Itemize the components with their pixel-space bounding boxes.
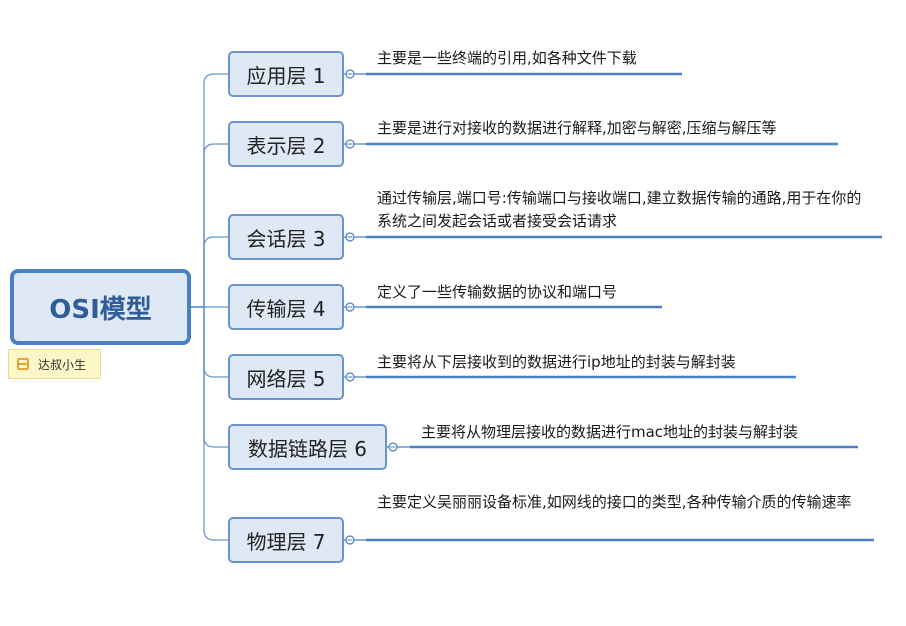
author-tag[interactable]: 达叔小生 [8,349,101,379]
layer-node-data-link[interactable]: 数据链路层 6 [228,424,387,470]
root-node[interactable]: OSI模型 [10,269,191,345]
layer-node-application[interactable]: 应用层 1 [228,51,344,97]
branch-connector-application [203,73,228,307]
layer-node-session[interactable]: 会话层 3 [228,214,344,260]
layer-label: 应用层 1 [246,63,326,88]
layer-node-presentation[interactable]: 表示层 2 [228,121,344,167]
label-icon [17,358,29,370]
branch-connector-physical [203,307,228,541]
author-tag-label: 达叔小生 [38,357,87,372]
root-title: OSI模型 [49,294,152,325]
layer-description[interactable]: 主要是一些终端的引用,如各种文件下载 [377,49,637,67]
branch-connector-presentation [203,143,228,307]
layer-label: 传输层 4 [246,296,326,321]
layer-node-network[interactable]: 网络层 5 [228,354,344,400]
layer-description[interactable]: 主要是进行对接收的数据进行解释,加密与解密,压缩与解压等 [377,119,777,137]
layer-label: 物理层 7 [246,529,326,554]
branch-connector-network [203,307,228,378]
layer-description[interactable]: 主要将从物理层接收的数据进行mac地址的封装与解封装 [421,423,799,441]
layer-label: 数据链路层 6 [247,436,368,461]
layer-description[interactable]: 主要定义吴丽丽设备标准,如网线的接口的类型,各种传输介质的传输速率 [377,493,852,511]
layer-label: 网络层 5 [246,366,326,391]
layer-node-transport[interactable]: 传输层 4 [228,284,344,330]
branch-connector-session [203,236,228,307]
layer-label: 会话层 3 [246,226,326,251]
layer-description[interactable]: 定义了一些传输数据的协议和端口号 [377,283,618,301]
layer-label: 表示层 2 [246,133,326,158]
layer-node-physical[interactable]: 物理层 7 [228,517,344,563]
layer-description[interactable]: 通过传输层,端口号:传输端口与接收端口,建立数据传输的通路,用于在你的系统之间发… [377,189,862,230]
layer-description[interactable]: 主要将从下层接收到的数据进行ip地址的封装与解封装 [377,353,736,371]
